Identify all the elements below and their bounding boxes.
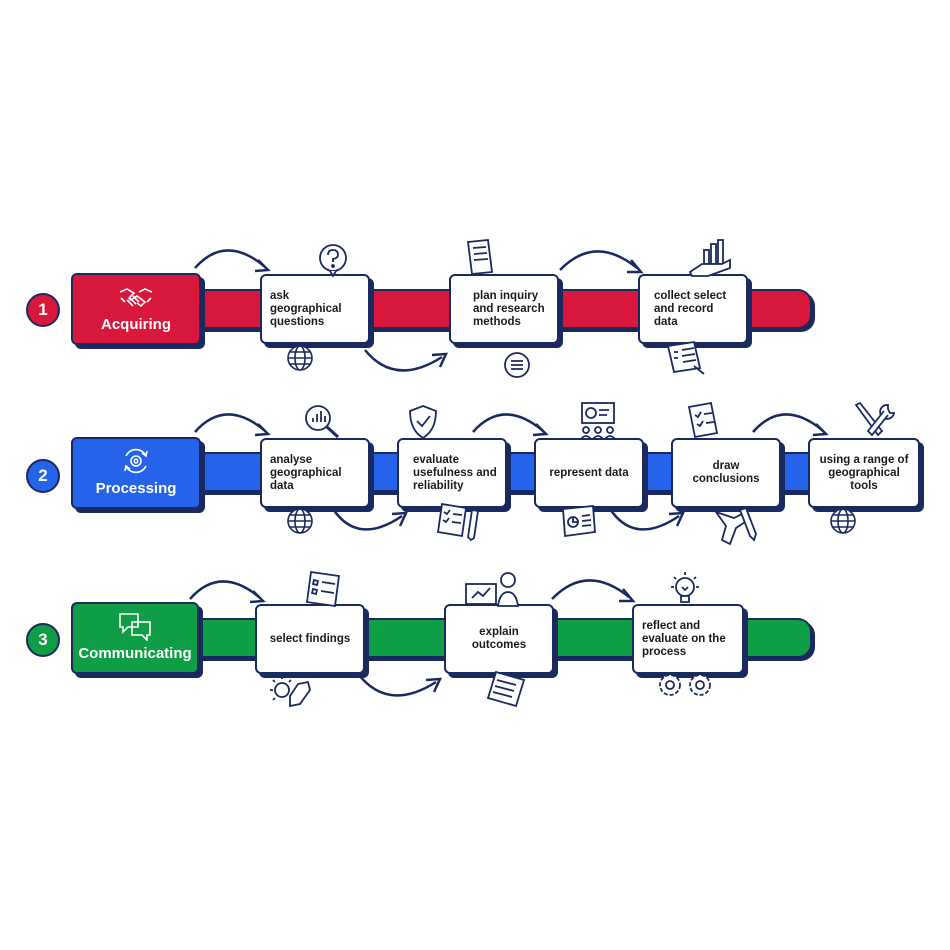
globe-icon	[830, 508, 856, 534]
pie-report-icon	[562, 505, 596, 538]
arrow-flow	[358, 674, 443, 697]
step-analyse-data: analyse geographical data	[260, 438, 370, 508]
arrow-flow	[551, 579, 636, 603]
row-number: 3	[26, 623, 60, 657]
step-geographical-tools: using a range of geographical tools	[808, 438, 920, 508]
presentation-icon	[580, 402, 616, 440]
checklist-pencil-icon	[436, 502, 480, 542]
globe-icon	[287, 508, 313, 534]
gears-icon	[659, 674, 711, 696]
gear-cycle-icon	[124, 448, 148, 474]
tools-icon	[854, 401, 896, 437]
phase-label: Acquiring	[101, 316, 171, 333]
speech-bubbles-icon	[119, 613, 151, 641]
row-processing: 2 Processing analyse geographical data e…	[0, 400, 950, 546]
hand-pen-icon	[713, 506, 757, 546]
phase-label: Communicating	[78, 645, 192, 662]
arrow-flow	[608, 508, 686, 531]
arrow-flow	[194, 249, 271, 273]
step-draw-conclusions: draw conclusions	[671, 438, 781, 508]
shield-check-icon	[409, 405, 437, 440]
row-communicating: 3 Communicating select findings explain …	[0, 565, 950, 708]
arrow-flow	[331, 508, 409, 531]
presenter-laptop-icon	[465, 572, 520, 607]
globe-icon	[287, 345, 313, 371]
hand-idea-icon	[270, 676, 311, 708]
phase-communicating: Communicating	[71, 602, 199, 674]
lightbulb-icon	[671, 572, 699, 603]
step-select-findings: select findings	[255, 604, 365, 674]
step-plan-inquiry: plan inquiry and research methods	[449, 274, 559, 344]
phase-label: Processing	[95, 480, 177, 497]
row-number: 1	[26, 293, 60, 327]
handshake-icon	[119, 288, 153, 308]
question-bubble-icon	[319, 244, 347, 278]
phase-acquiring: Acquiring	[71, 273, 201, 345]
step-reflect-evaluate: reflect and evaluate on the process	[632, 604, 744, 674]
step-evaluate: evaluate usefulness and reliability	[397, 438, 507, 508]
arrow-flow	[364, 349, 449, 372]
step-ask-questions: ask geographical questions	[260, 274, 370, 344]
step-explain-outcomes: explain outcomes	[444, 604, 554, 674]
arrow-flow	[189, 580, 266, 604]
arrow-flow	[752, 413, 829, 437]
clipboard-check-icon	[687, 401, 719, 439]
row-acquiring: 1 Acquiring ask geographical questions p…	[0, 239, 950, 380]
document-icon	[466, 239, 494, 275]
arrow-flow	[194, 413, 271, 437]
arrow-flow	[472, 413, 549, 437]
list-circle-icon	[504, 352, 530, 378]
clipboard-icon	[666, 340, 705, 375]
form-document-icon	[305, 570, 341, 608]
document-icon	[486, 670, 526, 708]
step-collect-data: collect select and record data	[638, 274, 748, 344]
bar-chart-hand-icon	[688, 239, 731, 277]
phase-processing: Processing	[71, 437, 201, 509]
step-represent-data: represent data	[534, 438, 644, 508]
row-number: 2	[26, 459, 60, 493]
arrow-flow	[559, 250, 644, 274]
magnifier-chart-icon	[305, 405, 340, 439]
